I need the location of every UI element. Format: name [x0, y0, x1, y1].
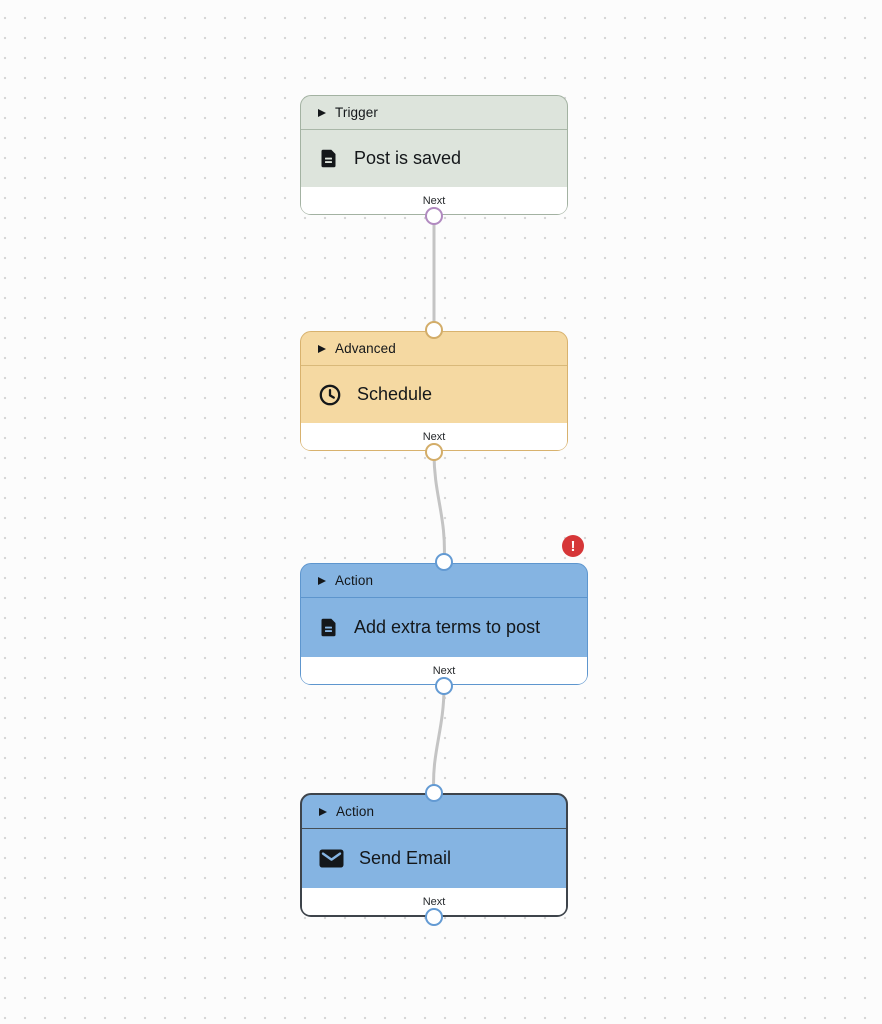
output-port-label: Next — [422, 194, 446, 207]
output-port[interactable] — [425, 207, 443, 225]
node-category-label: Action — [336, 804, 375, 819]
node-category-label: Trigger — [335, 105, 378, 120]
node-body[interactable]: Send Email — [302, 829, 566, 888]
input-port[interactable] — [425, 784, 443, 802]
output-port[interactable] — [435, 677, 453, 695]
node-advanced-schedule[interactable]: Advanced Schedule Next — [300, 321, 568, 461]
node-header[interactable]: Action — [302, 795, 566, 829]
output-port[interactable] — [425, 443, 443, 461]
output-port-label: Next — [422, 895, 446, 908]
node-header[interactable]: Advanced — [301, 332, 567, 366]
error-badge[interactable]: ! — [562, 535, 584, 557]
node-category-label: Advanced — [335, 341, 396, 356]
wire-schedule-to-action — [432, 451, 446, 566]
output-port-label: Next — [422, 430, 446, 443]
input-port[interactable] — [435, 553, 453, 571]
output-port-label: Next — [432, 664, 456, 677]
node-title: Post is saved — [354, 148, 462, 168]
collapse-arrow-icon[interactable] — [318, 344, 326, 353]
output-port[interactable] — [425, 908, 443, 926]
document-icon — [318, 617, 339, 638]
node-title: Schedule — [357, 384, 433, 404]
clock-icon — [318, 383, 342, 407]
node-trigger-post-is-saved[interactable]: Trigger Post is saved Next — [300, 95, 568, 225]
node-body[interactable]: Add extra terms to post — [301, 598, 587, 657]
node-action-add-extra-terms[interactable]: ! Action Add extra terms to post Next — [300, 535, 588, 695]
collapse-arrow-icon[interactable] — [318, 576, 326, 585]
node-title: Send Email — [359, 848, 452, 868]
node-action-send-email[interactable]: Action Send Email Next — [300, 784, 568, 926]
collapse-arrow-icon[interactable] — [318, 108, 326, 117]
node-body[interactable]: Post is saved — [301, 130, 567, 187]
email-icon — [319, 849, 344, 868]
node-body[interactable]: Schedule — [301, 366, 567, 423]
collapse-arrow-icon[interactable] — [319, 807, 327, 816]
node-header[interactable]: Action — [301, 564, 587, 598]
document-icon — [318, 148, 339, 169]
input-port[interactable] — [425, 321, 443, 339]
wire-action-to-email — [432, 685, 446, 797]
node-title: Add extra terms to post — [354, 617, 541, 637]
node-category-label: Action — [335, 573, 374, 588]
node-header[interactable]: Trigger — [301, 96, 567, 130]
